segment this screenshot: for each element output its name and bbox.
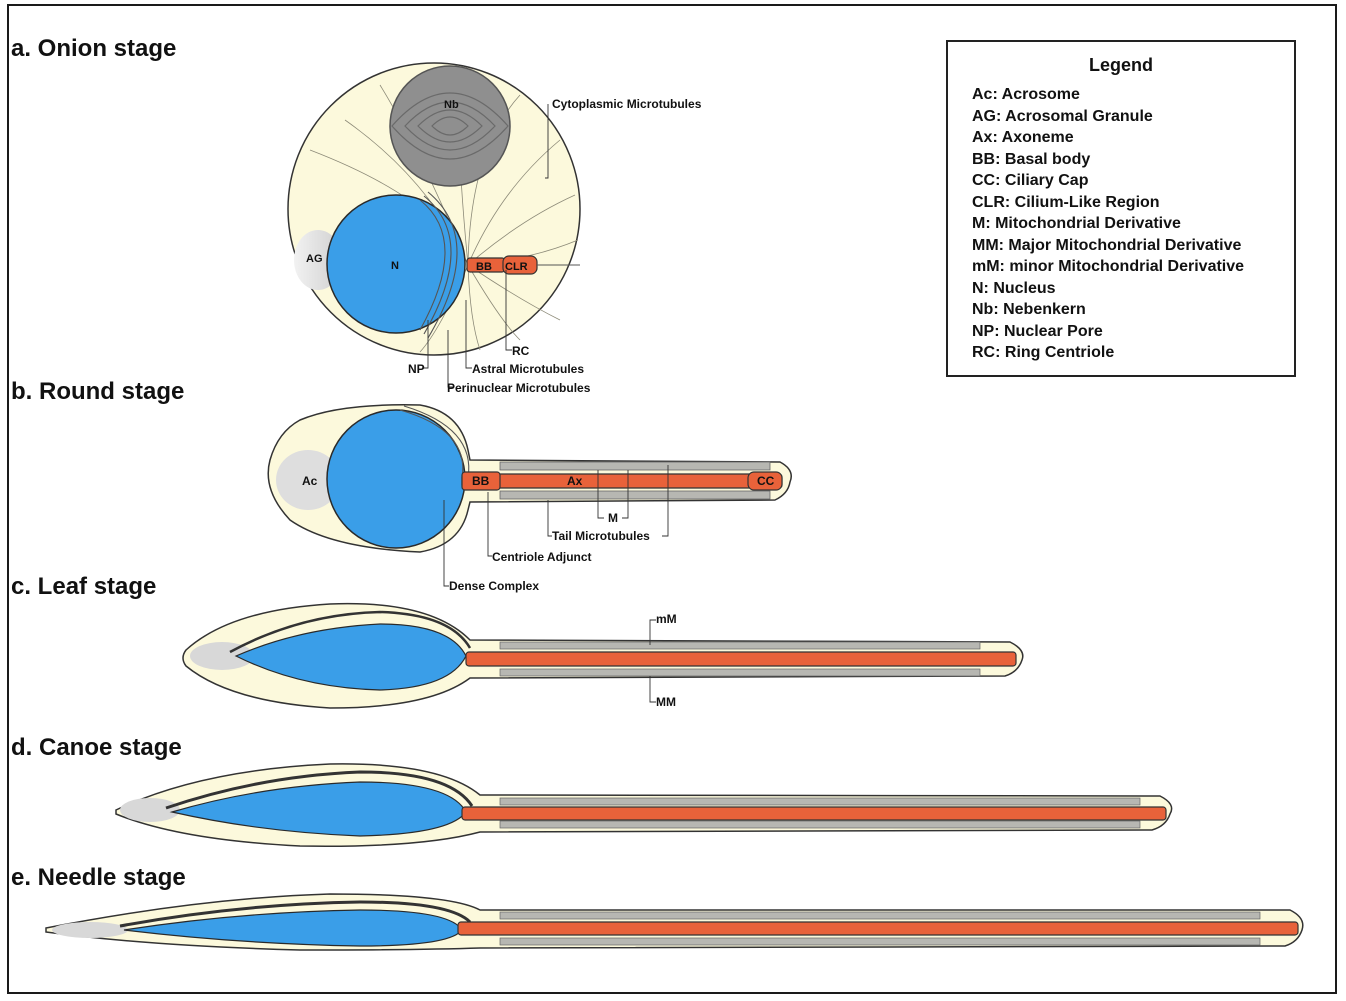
legend-item: Ax: Axoneme [972, 129, 1074, 146]
legend-item: Nb: Nebenkern [972, 301, 1086, 318]
onion-stage-cell: Nb AG N BB CLR Cytoplasmic Microtubules … [287, 62, 702, 395]
round-stage-cell: Ac BB Ax CC M Tail Microtubules Centriol… [267, 404, 792, 593]
bb-round-label: BB [472, 474, 490, 488]
nebenkern [389, 65, 511, 187]
legend-box: Legend Ac: Acrosome AG: Acrosomal Granul… [946, 40, 1296, 377]
legend-item: M: Mitochondrial Derivative [972, 215, 1181, 232]
needle-stage-cell [45, 893, 1304, 951]
ag-label: AG [306, 253, 323, 265]
onion-stage-title: a. Onion stage [11, 35, 177, 62]
np-label: NP [408, 362, 425, 376]
round-leader-lines [443, 465, 669, 587]
bb-label: BB [476, 261, 492, 273]
round-basal-body [461, 471, 501, 491]
cc-label: CC [757, 474, 775, 488]
onion-nucleus [326, 194, 466, 334]
acrosome [276, 450, 340, 510]
tail-microtubules-label: Tail Microtubules [552, 529, 650, 543]
cytoplasmic-microtubules-label: Cytoplasmic Microtubules [552, 97, 702, 111]
legend-item: RC: Ring Centriole [972, 344, 1115, 361]
dense-complex-label: Dense Complex [449, 579, 539, 593]
legend-item: AG: Acrosomal Granule [972, 107, 1153, 125]
legend-item: MM: Major Mitochondrial Derivative [972, 236, 1242, 254]
nb-label: Nb [444, 99, 459, 111]
onion-leader-lines [422, 104, 549, 388]
canoe-stage-title: d. Canoe stage [11, 734, 182, 761]
mm-minor-label: mM [656, 612, 677, 626]
leaf-stage-title: c. Leaf stage [11, 573, 157, 600]
figure-frame [7, 4, 1337, 994]
round-stage-title: b. Round stage [11, 378, 185, 405]
round-mito-bottom [499, 490, 771, 500]
canoe-axoneme [461, 806, 1167, 821]
centriole-adjunct-label: Centriole Adjunct [492, 550, 592, 564]
clr-label: CLR [505, 261, 528, 273]
round-axoneme [461, 473, 783, 489]
m-label: M [608, 511, 618, 525]
canoe-stage-cell [115, 763, 1173, 847]
perinuclear-microtubules-arcs [419, 191, 458, 339]
round-ciliary-cap [747, 471, 783, 491]
round-mito-top [499, 461, 771, 471]
legend-item: CLR: Cilium-Like Region [972, 193, 1160, 211]
n-label: N [391, 260, 399, 272]
legend-item: CC: Ciliary Cap [972, 172, 1089, 189]
astral-microtubules-label: Astral Microtubules [472, 362, 584, 376]
legend-list: Ac: Acrosome AG: Acrosomal Granule Ax: A… [972, 84, 1244, 364]
ax-label: Ax [567, 474, 583, 488]
ac-label: Ac [302, 474, 318, 488]
legend-item: Ac: Acrosome [972, 86, 1080, 103]
legend-item: N: Nucleus [972, 279, 1056, 297]
needle-axoneme [457, 921, 1299, 936]
needle-stage-title: e. Needle stage [11, 864, 186, 891]
legend-title: Legend [1088, 55, 1153, 75]
leaf-axoneme [465, 651, 1017, 667]
mm-major-label: MM [656, 695, 676, 709]
leaf-stage-cell: mM MM [182, 602, 1024, 709]
rc-label: RC [512, 344, 530, 358]
perinuclear-microtubules-label: Perinuclear Microtubules [447, 381, 591, 395]
legend-item: BB: Basal body [972, 150, 1091, 168]
legend-item: mM: minor Mitochondrial Derivative [972, 258, 1245, 275]
legend-item: NP: Nuclear Pore [972, 322, 1103, 340]
